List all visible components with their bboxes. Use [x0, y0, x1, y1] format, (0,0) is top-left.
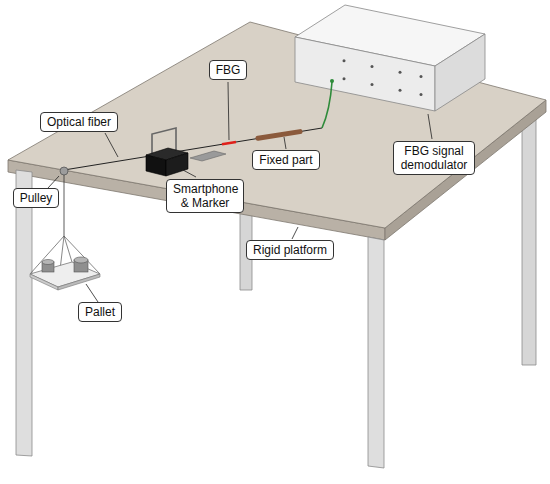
- label-text: Rigid platform: [253, 243, 327, 257]
- label-text: Optical fiber: [47, 115, 111, 129]
- callout-label: Fixed part: [252, 150, 319, 170]
- callout-label: Smartphone & Marker: [166, 179, 244, 213]
- smartphone: [146, 155, 166, 176]
- fiber-pigtail: [322, 82, 332, 128]
- pallet: [30, 262, 100, 287]
- weight: [42, 260, 54, 273]
- label-text: Smartphone & Marker: [173, 182, 237, 210]
- label-text: FBG: [216, 63, 241, 77]
- table-leg: [368, 237, 384, 468]
- table-top: [8, 22, 546, 228]
- label-text: Fixed part: [259, 153, 312, 167]
- pallet: [58, 274, 100, 290]
- callout-label: FBG signal demodulator: [393, 141, 475, 175]
- callout-label: Rigid platform: [246, 240, 334, 260]
- optical-fiber: [64, 128, 322, 170]
- demodulator-ports: [343, 59, 423, 96]
- demodulator-side: [435, 34, 485, 111]
- label-text: Pallet: [85, 305, 115, 319]
- label-text: Pulley: [20, 191, 53, 205]
- pallet: [30, 274, 58, 290]
- pulley: [60, 167, 68, 175]
- demodulator-front: [295, 37, 435, 111]
- table-leg: [16, 170, 32, 456]
- callout-label: Pulley: [13, 188, 60, 208]
- weight: [74, 257, 88, 272]
- smartphone: [166, 153, 188, 176]
- fixed-part: [258, 132, 300, 139]
- marker: [190, 151, 226, 161]
- table-leg: [522, 106, 536, 365]
- hanging-fiber: [64, 175, 65, 236]
- callout-label: FBG: [209, 60, 248, 80]
- fbg-grating: [222, 142, 236, 144]
- label-text: FBG signal demodulator: [400, 144, 468, 172]
- callout-label: Pallet: [78, 302, 122, 322]
- callout-label: Optical fiber: [40, 112, 118, 132]
